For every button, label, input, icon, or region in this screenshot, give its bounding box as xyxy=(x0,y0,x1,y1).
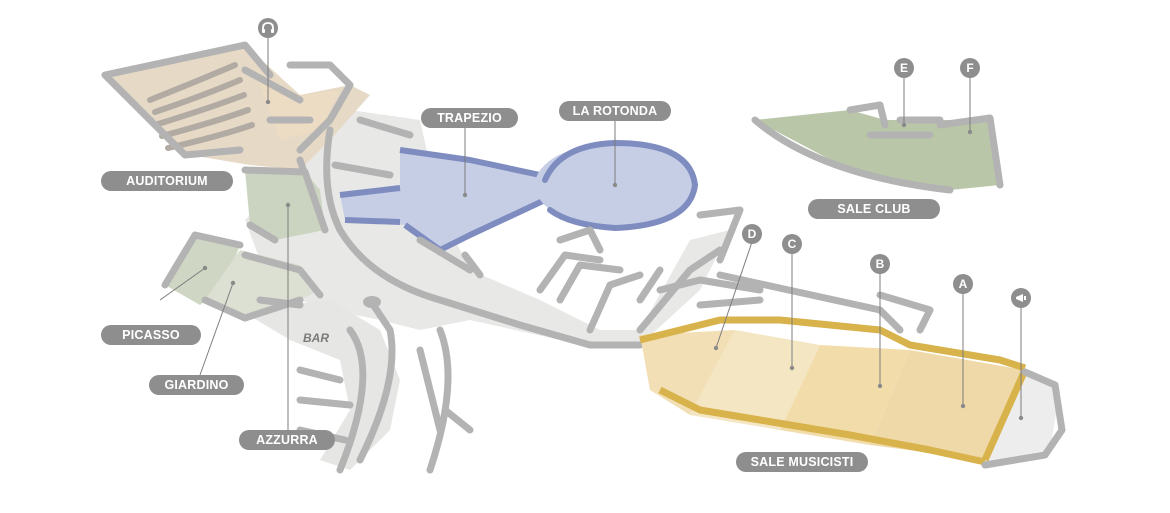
label-bar: BAR xyxy=(303,331,329,345)
auditorium-area xyxy=(105,45,370,170)
azzurra-walls xyxy=(241,166,329,244)
sale-club-walls xyxy=(751,101,1004,194)
label-sale-musicisti[interactable]: SALE MUSICISTI xyxy=(736,452,868,472)
label-picasso[interactable]: PICASSO xyxy=(101,325,201,345)
label-giardino[interactable]: GIARDINO xyxy=(149,375,244,395)
auditorium-seating xyxy=(147,62,255,151)
megaphone-icon[interactable] xyxy=(1011,288,1031,308)
marker-b[interactable]: B xyxy=(870,254,890,274)
sale-musicisti-a xyxy=(870,350,1025,460)
headphones-icon[interactable] xyxy=(258,18,278,38)
label-sale-club[interactable]: SALE CLUB xyxy=(808,199,940,219)
marker-d[interactable]: D xyxy=(742,224,762,244)
label-azzurra[interactable]: AZZURRA xyxy=(239,430,335,450)
marker-a[interactable]: A xyxy=(953,274,973,294)
marker-f[interactable]: F xyxy=(960,58,980,78)
sale-musicisti-c xyxy=(690,330,820,430)
label-auditorium[interactable]: AUDITORIUM xyxy=(101,171,233,191)
bar-pillar xyxy=(363,296,381,308)
trapezio-walls xyxy=(339,147,547,253)
la-rotonda-walls xyxy=(542,139,699,232)
auditorium-walls xyxy=(101,41,354,159)
sale-musicisti-b xyxy=(780,345,910,445)
azzurra-area xyxy=(245,170,325,240)
sale-musicisti-stage xyxy=(985,370,1060,462)
marker-e[interactable]: E xyxy=(894,58,914,78)
marker-c[interactable]: C xyxy=(782,234,802,254)
label-trapezio[interactable]: TRAPEZIO xyxy=(421,108,518,128)
leader-lines xyxy=(159,36,1022,430)
trapezio-area xyxy=(340,150,545,250)
area-points xyxy=(202,99,1024,421)
sale-club-area xyxy=(755,110,1000,190)
label-la-rotonda[interactable]: LA ROTONDA xyxy=(559,101,671,121)
central-walls xyxy=(256,116,744,474)
